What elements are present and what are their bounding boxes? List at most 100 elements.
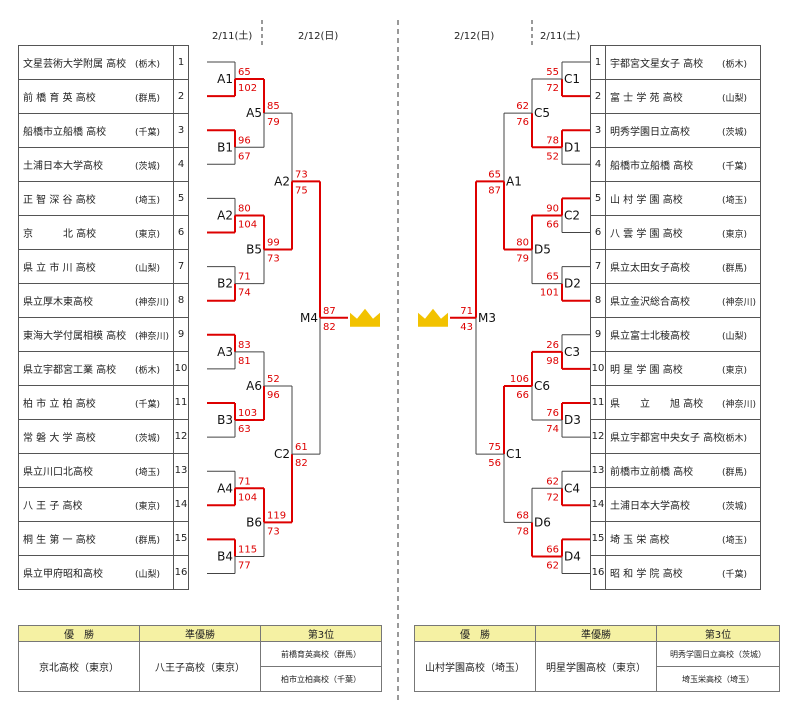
team-name: 船橋市立船橋 高校	[23, 127, 107, 138]
score-bottom: 76	[516, 117, 529, 128]
team-prefecture: (千葉)	[722, 570, 748, 580]
team-prefecture: (栃木)	[135, 60, 161, 70]
team-name: 宇都宮文星女子 高校	[610, 59, 704, 70]
match-label: D2	[564, 277, 581, 291]
score-top: 65	[546, 272, 559, 283]
left-team-row: 桐 生 第 一 高校(群馬)15	[17, 521, 190, 556]
team-name: 文星芸術大学附属 高校	[23, 59, 127, 70]
right-champion: 山村学園高校（埼玉）	[414, 641, 536, 692]
team-prefecture: (群馬)	[135, 536, 161, 546]
match-label: C6	[534, 379, 550, 393]
match-label: D3	[564, 413, 581, 427]
match-label: A4	[217, 481, 233, 495]
team-prefecture: (山梨)	[135, 264, 161, 274]
team-prefecture: (群馬)	[722, 468, 748, 478]
match-label: D1	[564, 140, 581, 154]
left-team-row: 船橋市立船橋 高校(千葉)3	[17, 113, 190, 148]
team-name: 柏 市 立 柏 高校	[23, 399, 96, 410]
seed-number: 1	[173, 45, 190, 80]
team-prefecture: (埼玉)	[722, 536, 748, 546]
team-prefecture: (東京)	[722, 366, 748, 376]
right-team-cell: 明秀学園日立高校 (茨城)	[604, 113, 762, 148]
team-name: 船橋市立船橋 高校	[610, 161, 694, 172]
right-team-cell: 土浦日本大学高校(茨城)	[604, 487, 762, 522]
left-team-row: 常 磐 大 学 高校(茨城)12	[17, 419, 190, 454]
crown-icon	[350, 308, 380, 327]
team-prefecture: (千葉)	[135, 400, 161, 410]
right-team-cell: 前橋市立前橋 高校(群馬)	[604, 453, 762, 488]
team-prefecture: (神奈川)	[135, 298, 170, 308]
team-prefecture: (千葉)	[135, 128, 161, 138]
left-team-row: 前 橋 育 英 高校(群馬)2	[17, 79, 190, 114]
score-top: 87	[323, 306, 336, 317]
match-label: C2	[564, 208, 580, 222]
team-name: 県立宇都宮中央女子 高校	[610, 433, 724, 444]
seed-number: 16	[173, 555, 190, 590]
match-label: A6	[246, 379, 262, 393]
score-top: 65	[488, 169, 501, 180]
right-team-cell: 船橋市立船橋 高校(千葉)	[604, 147, 762, 182]
score-top: 78	[546, 135, 559, 146]
match-label: B1	[217, 140, 233, 154]
right-team-cell: 県立宇都宮中央女子 高校(栃木)	[604, 419, 762, 454]
score-top: 96	[238, 135, 251, 146]
left-team-cell: 県立甲府昭和高校(山梨)	[17, 555, 175, 590]
score-top: 62	[546, 476, 559, 487]
team-prefecture: (群馬)	[135, 94, 161, 104]
left-team-row: 柏 市 立 柏 高校(千葉)11	[17, 385, 190, 420]
team-name: 富 士 学 苑 高校	[610, 93, 683, 104]
seed-number: 14	[173, 487, 190, 522]
team-prefecture: (東京)	[722, 230, 748, 240]
score-bottom: 98	[546, 356, 559, 367]
seed-number: 6	[173, 215, 190, 250]
right-results-table: 優 勝 準優勝 第3位 山村学園高校（埼玉） 明星学園高校（東京） 明秀学園日立…	[414, 625, 780, 692]
team-prefecture: (山梨)	[722, 332, 748, 342]
right-team-cell: 県立太田女子高校(群馬)	[604, 249, 762, 284]
match-label: B2	[217, 277, 233, 291]
left-third-1: 前橋育英高校（群馬）	[260, 641, 382, 667]
score-top: 90	[546, 203, 559, 214]
team-prefecture: (埼玉)	[722, 196, 748, 206]
left-team-cell: 桐 生 第 一 高校 (群馬)	[17, 521, 175, 556]
score-top: 83	[238, 340, 251, 351]
right-champion-header: 優 勝	[414, 625, 536, 642]
left-team-cell: 前 橋 育 英 高校(群馬)	[17, 79, 175, 114]
match-label: C2	[274, 447, 290, 461]
team-prefecture: (埼玉)	[135, 196, 161, 206]
team-prefecture: (茨城)	[135, 162, 161, 172]
right-runnerup-header: 準優勝	[535, 625, 657, 642]
team-name: 県立厚木東高校	[23, 297, 93, 308]
score-bottom: 75	[295, 185, 308, 196]
team-name: 明秀学園日立高校	[610, 127, 690, 138]
right-third-header: 第3位	[656, 625, 780, 642]
team-prefecture: (栃木)	[722, 434, 748, 444]
score-bottom: 52	[546, 151, 559, 162]
match-label: A3	[217, 345, 233, 359]
seed-number: 5	[173, 181, 190, 216]
date-label-right-2: 2/11(土)	[540, 31, 581, 42]
score-top: 80	[238, 203, 251, 214]
seed-number: 7	[173, 249, 190, 284]
team-name: 県立川口北高校	[23, 467, 93, 478]
score-top: 106	[510, 374, 529, 385]
score-bottom: 104	[238, 219, 257, 230]
score-bottom: 79	[516, 254, 529, 265]
score-top: 80	[516, 238, 529, 249]
score-bottom: 96	[267, 390, 280, 401]
score-bottom: 87	[488, 185, 501, 196]
score-top: 99	[267, 238, 280, 249]
match-label: M4	[300, 311, 318, 325]
team-prefecture: (茨城)	[135, 434, 161, 444]
left-team-cell: 京 北 高校(東京)	[17, 215, 175, 250]
score-top: 71	[460, 306, 473, 317]
match-label: A5	[246, 106, 262, 120]
team-name: 桐 生 第 一 高校	[23, 535, 96, 546]
team-prefecture: (茨城)	[722, 128, 748, 138]
